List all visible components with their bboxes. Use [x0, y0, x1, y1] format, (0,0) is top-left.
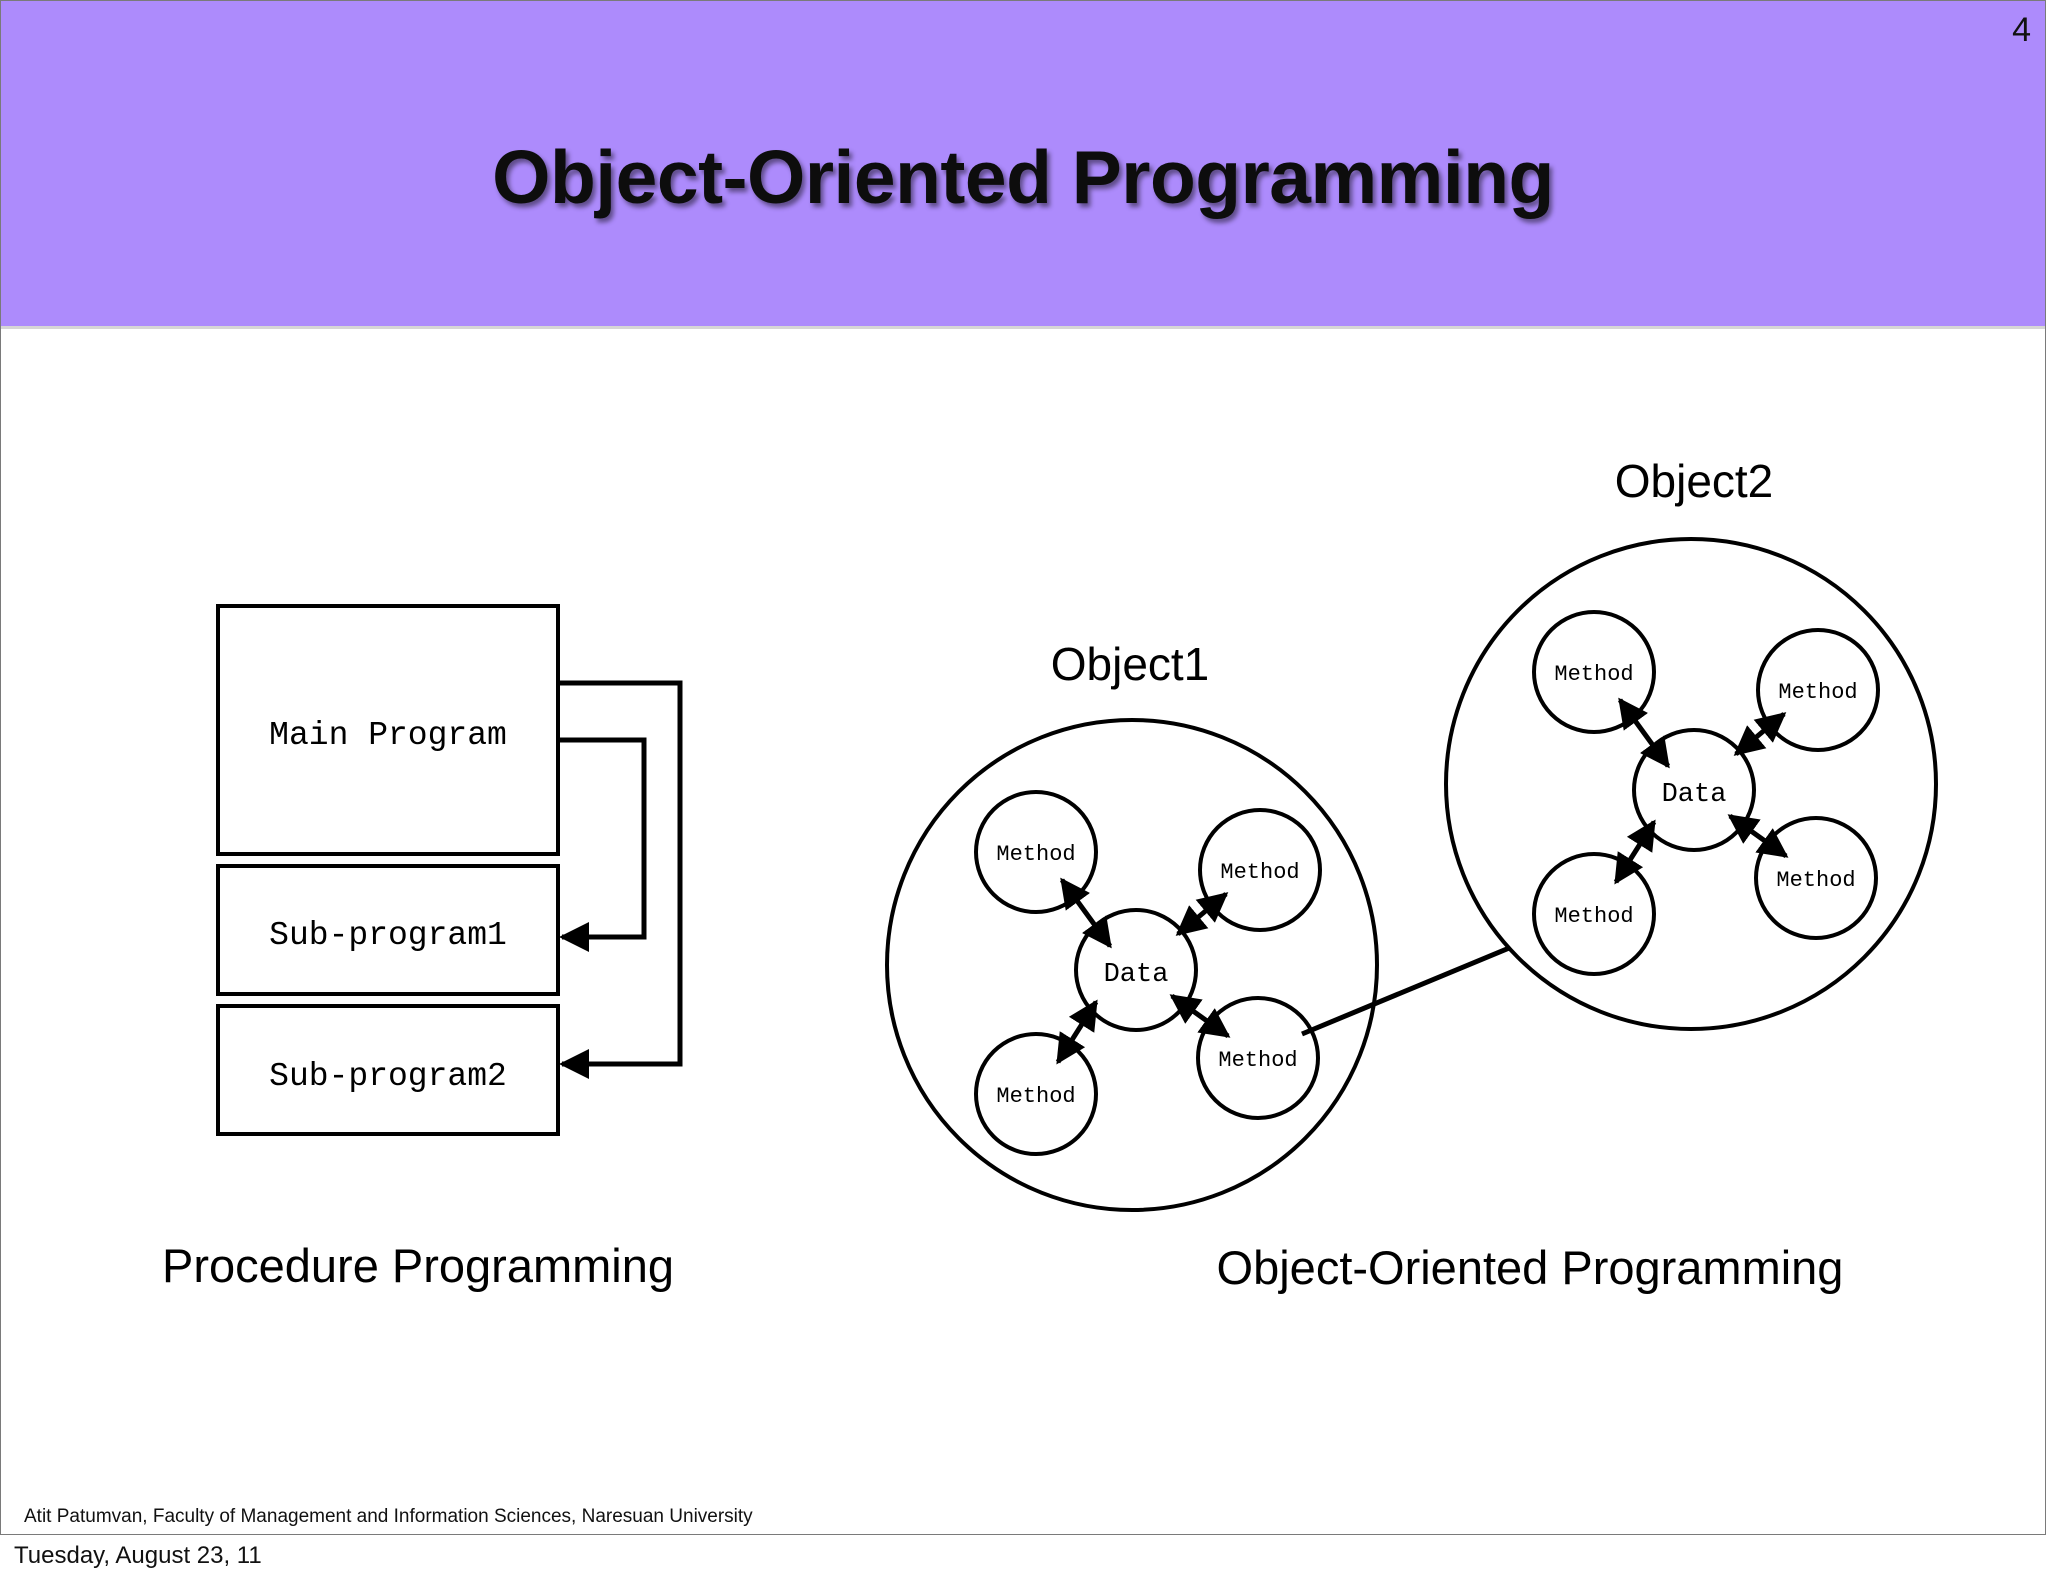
sub-program2-label: Sub-program2 [269, 1058, 507, 1095]
slide-date: Tuesday, August 23, 11 [14, 1542, 262, 1569]
object2-method-label: Method [1554, 904, 1633, 929]
object1-label: Object1 [1051, 638, 1210, 690]
object2-label: Object2 [1615, 455, 1774, 507]
oop-caption: Object-Oriented Programming [1217, 1241, 1844, 1294]
message-arrow [1301, 932, 1541, 1037]
object2-link [1617, 697, 1671, 769]
object1-method-label: Method [1220, 860, 1299, 885]
page-number: 4 [2012, 11, 2031, 49]
object2: Object2 Data Method Method Method Method [1444, 455, 1938, 1031]
call-arrow-sub2 [558, 680, 683, 1079]
object1-link [1175, 892, 1229, 936]
main-program-box [216, 604, 560, 856]
procedure-caption: Procedure Programming [162, 1239, 674, 1292]
object2-link [1733, 712, 1787, 756]
footer-credit: Atit Patumvan, Faculty of Management and… [24, 1506, 753, 1527]
sub-program1-label: Sub-program1 [269, 917, 507, 954]
object1-method-label: Method [996, 842, 1075, 867]
object1-method-label: Method [996, 1084, 1075, 1109]
slide-header: 4 Object-Oriented Programming [1, 1, 2045, 329]
object1: Object1 Data Method Method Method Method [885, 638, 1379, 1212]
object1-link [1059, 877, 1113, 949]
sub-program1-box [216, 864, 560, 996]
object2-method-node [1756, 628, 1880, 752]
object1-link [1055, 999, 1099, 1065]
object1-method-node [1198, 808, 1322, 932]
object2-method-label: Method [1776, 868, 1855, 893]
object2-method-label: Method [1778, 680, 1857, 705]
object2-data-label: Data [1662, 780, 1727, 810]
object1-link [1169, 993, 1231, 1039]
object1-data-label: Data [1104, 960, 1169, 990]
object2-link [1613, 819, 1657, 885]
slide-title: Object-Oriented Programming [492, 135, 1554, 219]
procedure-diagram: Main Program Sub-program1 Sub-program2 P… [162, 604, 683, 1292]
sub-program2-box [216, 1004, 560, 1136]
object2-method-label: Method [1554, 662, 1633, 687]
object2-link [1727, 813, 1789, 859]
main-program-label: Main Program [269, 717, 507, 754]
object1-method-label: Method [1218, 1048, 1297, 1073]
call-arrow-sub1 [558, 737, 647, 952]
